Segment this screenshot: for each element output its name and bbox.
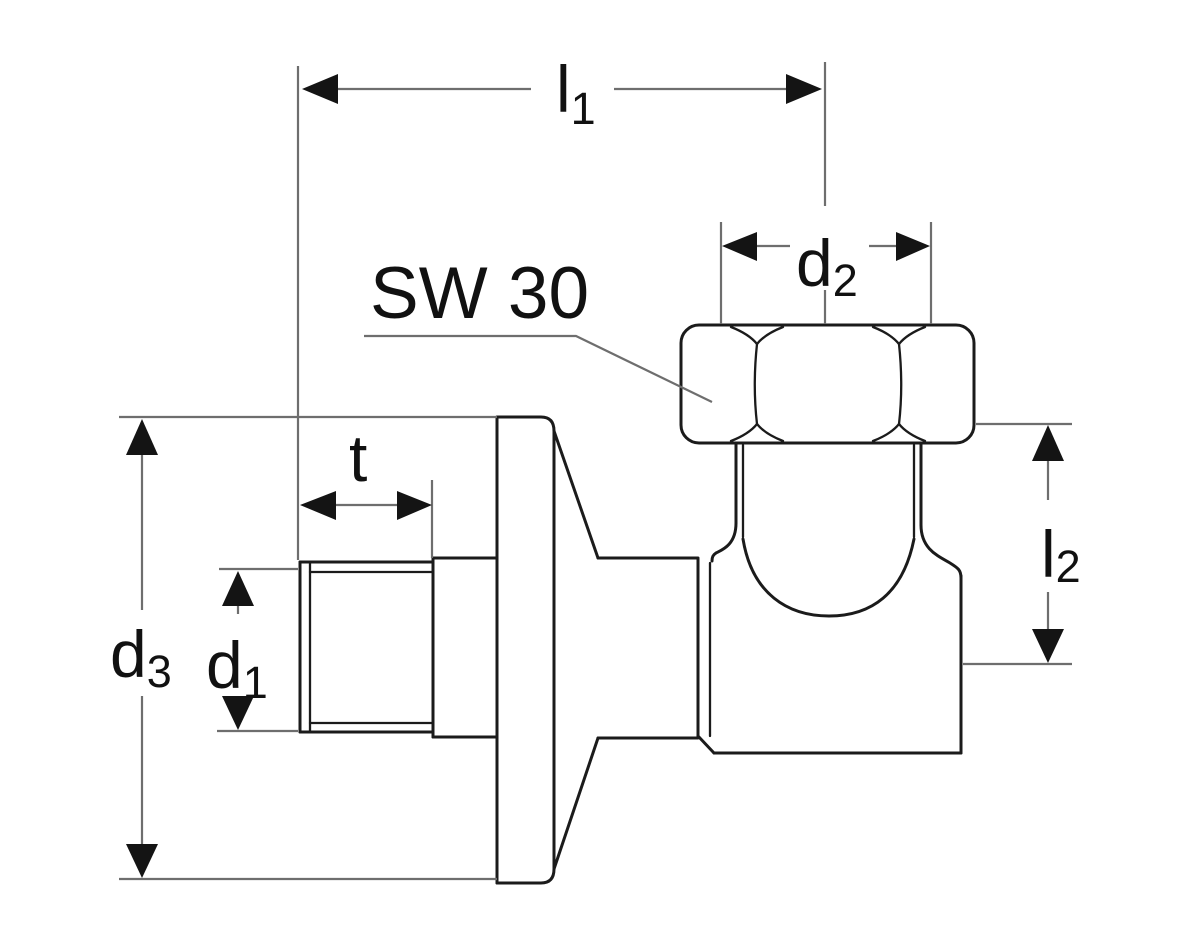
callout-sw30: SW 30 (364, 253, 713, 403)
label-d2-sub: 2 (833, 255, 858, 306)
label-d1-sub: 1 (243, 657, 268, 708)
dimension-l2: l2 (963, 422, 1081, 666)
label-d2-base: d (796, 226, 833, 300)
label-l2-base: l (1041, 517, 1056, 591)
label-d1-base: d (206, 628, 243, 702)
label-sw30: SW 30 (370, 253, 589, 334)
wall-flange (495, 415, 600, 885)
dimension-t: t (300, 421, 434, 558)
label-d2: d2 (796, 226, 858, 306)
l1-arrow-left (302, 74, 338, 104)
pipe-left-section (431, 556, 499, 739)
connection-neck (734, 441, 923, 539)
label-t: t (349, 421, 367, 495)
d1-arrow-up (222, 571, 254, 606)
valve-body (696, 521, 963, 755)
threaded-spigot (298, 556, 435, 739)
l1-arrow-right (786, 74, 822, 104)
nut-chamfer-bottom-right (871, 422, 927, 443)
sw30-leader-line (364, 334, 713, 403)
label-l1-sub: 1 (571, 83, 596, 134)
pipe-middle-section (596, 556, 700, 740)
t-arrow-right (397, 491, 432, 520)
flange-bottom-edge (495, 867, 556, 885)
label-l2: l2 (1041, 517, 1081, 592)
dimension-d2: d2 (719, 222, 933, 324)
label-d3-base: d (110, 617, 147, 691)
flange-cone-top (552, 429, 600, 560)
label-l1: l1 (556, 52, 596, 134)
label-d3: d3 (110, 617, 172, 697)
dimension-l1: l1 (296, 52, 827, 560)
l2-arrow-up (1032, 425, 1064, 461)
d3-arrow-up (126, 419, 158, 455)
dimension-d1: d1 (206, 567, 298, 733)
d1-arrow-down (222, 696, 254, 730)
nut-chamfer-top-right (871, 325, 927, 346)
d3-arrow-down (126, 844, 158, 878)
flange-top-edge (495, 415, 556, 433)
union-nut (679, 323, 976, 445)
body-bottom-chamfer (696, 734, 716, 755)
label-l2-sub: 2 (1056, 541, 1081, 592)
d2-arrow-left (722, 232, 757, 261)
d2-arrow-right (896, 232, 930, 261)
body-waist-arc (741, 537, 916, 618)
nut-outline (679, 323, 976, 445)
flange-cone-bottom (552, 736, 600, 871)
body-left-shoulder (710, 521, 738, 563)
label-t-base: t (349, 421, 367, 495)
label-d3-sub: 3 (147, 646, 172, 697)
l2-arrow-down (1032, 629, 1064, 663)
nut-face-edge-left (753, 342, 759, 426)
nut-chamfer-top-left (729, 325, 785, 346)
label-d1: d1 (206, 628, 268, 708)
t-arrow-left (300, 491, 336, 520)
body-right-shoulder (919, 523, 963, 580)
label-l1-base: l (556, 52, 571, 126)
nut-face-edge-right (897, 342, 903, 426)
dimension-d3: d3 (110, 415, 497, 881)
valve-part (298, 323, 976, 885)
nut-chamfer-bottom-left (729, 422, 785, 443)
